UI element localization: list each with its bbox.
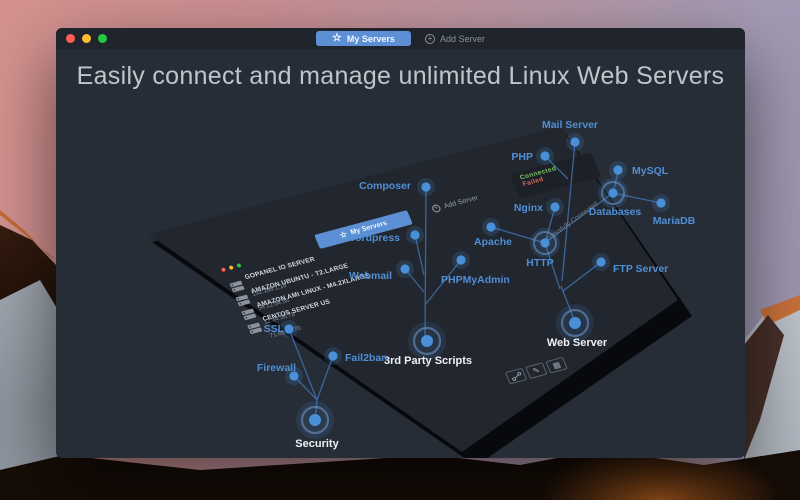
mini-app: ☆ My Servers + Add Server Connected Fail…: [206, 152, 675, 458]
page-title: Easily connect and manage unlimited Linu…: [76, 62, 725, 90]
tab-add-server-label: Add Server: [439, 33, 485, 44]
star-icon: ☆: [338, 229, 349, 240]
mini-minimize-button: [228, 265, 234, 270]
server-icon: [247, 322, 262, 334]
server-icon: [235, 294, 251, 306]
promo-screenshot: ☆ My Servers + Add Server Connected Fail…: [56, 28, 745, 458]
minimize-button[interactable]: [82, 34, 91, 43]
tab-my-servers[interactable]: ☆ My Servers: [316, 31, 411, 46]
canvas-toolbar: ✎ ▦: [504, 356, 568, 385]
app-window: ☆ My Servers + Add Server Easily connect…: [56, 28, 745, 458]
plus-circle-icon: +: [424, 33, 435, 44]
server-icon: [229, 280, 245, 292]
toolbar-tabs: ☆ My Servers + Add Server: [56, 28, 745, 49]
server-icon: [241, 308, 257, 320]
plus-circle-icon: +: [430, 203, 442, 214]
pencil-icon: ✎: [525, 362, 548, 380]
titlebar: ☆ My Servers + Add Server: [56, 28, 745, 49]
mini-close-button: [220, 267, 227, 273]
zoom-button[interactable]: [98, 34, 107, 43]
connect-nodes-icon: [504, 367, 528, 385]
tab-add-server[interactable]: + Add Server: [424, 33, 485, 44]
mini-window-controls: [220, 263, 242, 273]
server-ip: 71.68.69.70: [268, 325, 302, 340]
trash-icon: ▦: [545, 356, 568, 374]
window-controls: [66, 34, 107, 43]
star-icon: ☆: [332, 32, 342, 44]
tab-my-servers-label: My Servers: [346, 33, 395, 44]
close-button[interactable]: [66, 34, 75, 43]
